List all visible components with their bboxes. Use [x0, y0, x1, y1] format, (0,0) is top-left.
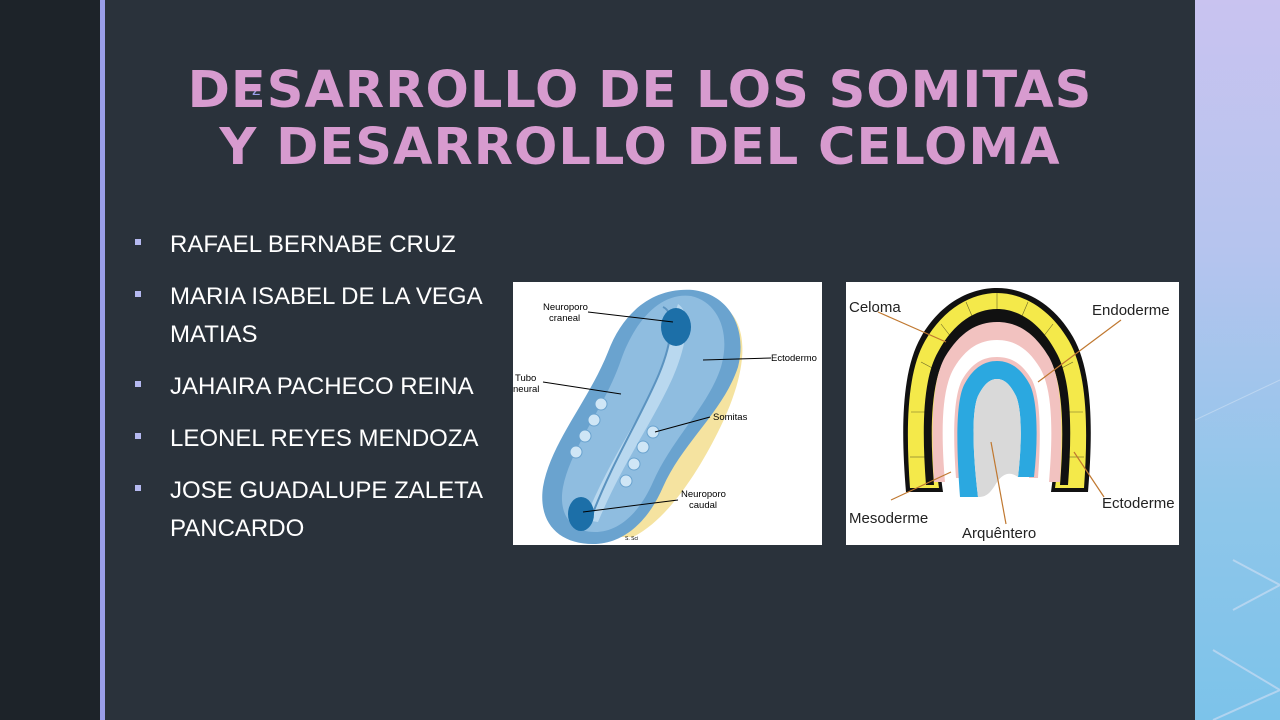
- slide-title: DESARROLLO DE LOS SOMITAS Y DESARROLLO D…: [105, 62, 1175, 176]
- chevron-decoration: [1195, 379, 1280, 720]
- left-dark-band: [0, 0, 100, 720]
- slide-title-line-1: DESARROLLO DE LOS SOMITAS: [187, 61, 1093, 120]
- label-neuroporo-craneal-2: craneal: [549, 313, 580, 324]
- member-name: MARIA ISABEL DE LA VEGA MATIAS: [170, 283, 482, 348]
- list-item: LEONEL REYES MENDOZA: [133, 420, 503, 458]
- z-mark-icon: z: [252, 80, 261, 99]
- bullet-icon: [135, 485, 141, 491]
- artist-signature: S. Sci: [625, 536, 638, 542]
- member-name: LEONEL REYES MENDOZA: [170, 425, 479, 452]
- coelom-diagram-image: Celoma Endoderme Mesoderme Ectoderme Arq…: [846, 282, 1179, 545]
- label-celoma: Celoma: [849, 299, 901, 316]
- member-name: RAFAEL BERNABE CRUZ: [170, 231, 456, 258]
- label-endoderme: Endoderme: [1092, 302, 1170, 319]
- label-neuroporo-caudal-2: caudal: [689, 500, 717, 511]
- list-item: JOSE GUADALUPE ZALETA PANCARDO: [133, 472, 503, 548]
- member-name: JAHAIRA PACHECO REINA: [170, 373, 474, 400]
- member-name: JOSE GUADALUPE ZALETA PANCARDO: [170, 477, 482, 542]
- label-ectodermo: Ectodermo: [771, 353, 817, 364]
- bullet-icon: [135, 381, 141, 387]
- bullet-icon: [135, 291, 141, 297]
- bullet-icon: [135, 433, 141, 439]
- somites-embryo-image: Neuroporo craneal Ectodermo Tubo neural …: [513, 282, 822, 545]
- label-arquentero: Arquêntero: [962, 525, 1036, 542]
- embryo-illustration: Neuroporo craneal Ectodermo Tubo neural …: [513, 289, 817, 544]
- list-item: JAHAIRA PACHECO REINA: [133, 368, 503, 406]
- bullet-icon: [135, 239, 141, 245]
- label-tubo: Tubo: [515, 373, 536, 384]
- accent-vertical-line: [100, 0, 105, 720]
- label-neuroporo-caudal: Neuroporo: [681, 489, 726, 500]
- label-somitas: Somitas: [713, 412, 748, 423]
- list-item: RAFAEL BERNABE CRUZ: [133, 226, 503, 264]
- label-ectoderme: Ectoderme: [1102, 495, 1175, 512]
- slide-title-line-2: Y DESARROLLO DEL CELOMA: [219, 118, 1061, 177]
- label-neuroporo-craneal: Neuroporo: [543, 302, 588, 313]
- right-decorative-band: [1195, 0, 1280, 720]
- label-mesoderme: Mesoderme: [849, 510, 928, 527]
- list-item: MARIA ISABEL DE LA VEGA MATIAS: [133, 278, 503, 354]
- coelom-illustration: Celoma Endoderme Mesoderme Ectoderme Arq…: [849, 288, 1175, 542]
- label-neural: neural: [513, 384, 539, 395]
- member-list: RAFAEL BERNABE CRUZ MARIA ISABEL DE LA V…: [133, 226, 503, 562]
